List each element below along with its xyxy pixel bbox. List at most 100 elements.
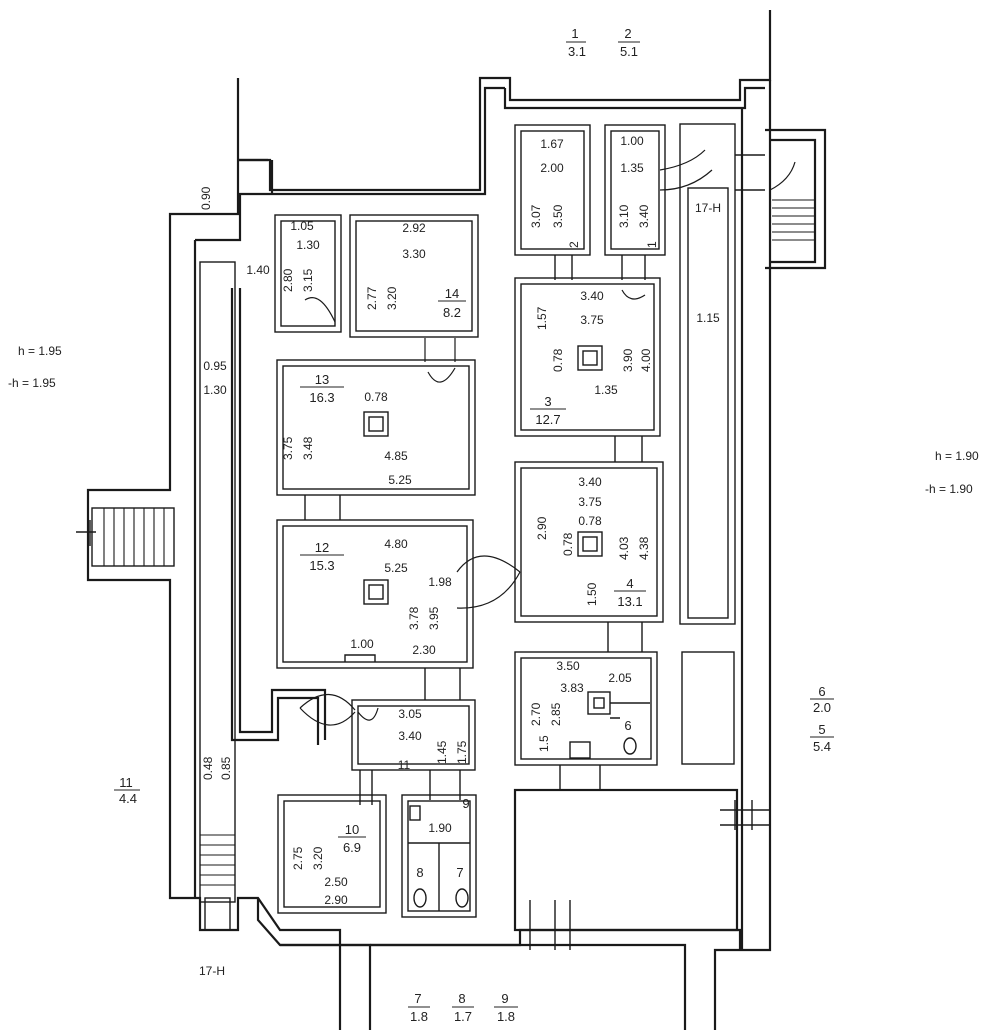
dim-text: 1.67 <box>540 137 564 151</box>
dim-text: 3.20 <box>311 846 325 870</box>
right-k: -h = 1.90 <box>925 482 973 496</box>
bottom-stair <box>199 261 236 931</box>
dim-text: 3.07 <box>529 204 543 228</box>
label-1-area: 3.1 <box>568 44 586 59</box>
label-2-num: 2 <box>624 26 631 41</box>
dim-text: 2.85 <box>549 702 563 726</box>
dim-text: 2.90 <box>324 893 348 907</box>
dim-text: 1.30 <box>203 383 227 397</box>
room-13-num: 13 <box>315 372 329 387</box>
dim-text: 3.20 <box>385 286 399 310</box>
dim-text: 2.75 <box>291 846 305 870</box>
dim-text: 2.05 <box>608 671 632 685</box>
dim-text: 1.50 <box>585 582 599 606</box>
label-1-num: 1 <box>571 26 578 41</box>
stair-top-label: 17-H <box>695 201 721 215</box>
room-12-num: 12 <box>315 540 329 555</box>
room-4-num: 4 <box>626 576 633 591</box>
dim-text: 0.78 <box>551 348 565 372</box>
dim-text: 1.00 <box>350 637 374 651</box>
room-2-mark: 1 <box>645 241 659 248</box>
dim-text: 3.75 <box>281 436 295 460</box>
room-6 <box>514 651 658 790</box>
room-4-area: 13.1 <box>617 594 642 609</box>
room-11 <box>299 693 476 805</box>
dim-text: 3.15 <box>301 268 315 292</box>
wc-7-mark: 7 <box>456 865 463 880</box>
room-13 <box>276 359 476 520</box>
dim-text: 4.03 <box>617 536 631 560</box>
dim-text: 3.30 <box>402 247 426 261</box>
room-14-num: 14 <box>445 286 459 301</box>
label-9-area: 1.8 <box>497 1009 515 1024</box>
room-14 <box>349 214 479 383</box>
dim-text: 0.78 <box>561 532 575 556</box>
dim-text: 3.40 <box>580 289 604 303</box>
room-11-mark: 11 <box>398 758 411 772</box>
dim-text: 3.78 <box>407 606 421 630</box>
left-h: h = 1.95 <box>18 344 62 358</box>
dim-text: 1.00 <box>620 134 644 148</box>
dim-text: 1.15 <box>696 311 720 325</box>
dim-text: 3.75 <box>578 495 602 509</box>
room-12 <box>276 519 521 700</box>
dim-text: 1.40 <box>246 263 270 277</box>
room-3-num: 3 <box>544 394 551 409</box>
label-8-num: 8 <box>458 991 465 1006</box>
corridor-loop <box>230 288 327 745</box>
label-8-area: 1.7 <box>454 1009 472 1024</box>
room-10-area: 6.9 <box>343 840 361 855</box>
top-right-stair <box>765 128 827 270</box>
dim-text: 5.25 <box>384 561 408 575</box>
right-h: h = 1.90 <box>935 449 979 463</box>
dim-text: 1.45 <box>435 740 449 764</box>
dim-text: 3.48 <box>301 436 315 460</box>
right-5-num: 5 <box>818 722 825 737</box>
dim-text: 2.92 <box>402 221 426 235</box>
room-3 <box>514 277 661 462</box>
dim-text: 3.50 <box>551 204 565 228</box>
dim-text: 2.80 <box>281 268 295 292</box>
dim-text: 1.35 <box>594 383 618 397</box>
dim-text: 0.95 <box>203 359 227 373</box>
dim-text: 3.90 <box>621 348 635 372</box>
room-2 <box>604 124 713 280</box>
dim-text: 4.00 <box>639 348 653 372</box>
corridor-11-num: 11 <box>119 775 133 790</box>
wc-9-mark: 9 <box>462 796 469 811</box>
right-6-area: 2.0 <box>813 700 831 715</box>
room-bottom-right <box>513 788 770 950</box>
dim-090: 0.90 <box>199 186 213 210</box>
room-1-mark: 2 <box>567 241 581 248</box>
room-14-area: 8.2 <box>443 305 461 320</box>
dim-text: 1.35 <box>620 161 644 175</box>
label-7-num: 7 <box>414 991 421 1006</box>
dim-text: 4.80 <box>384 537 408 551</box>
dim-text: 3.40 <box>578 475 602 489</box>
dim-text: 3.05 <box>398 707 422 721</box>
dim-text: 3.40 <box>398 729 422 743</box>
dim-text: 4.38 <box>637 536 651 560</box>
dim-text: 2.50 <box>324 875 348 889</box>
room-small-topleft <box>274 214 342 333</box>
left-stair <box>76 507 175 567</box>
dim-text: 0.78 <box>364 390 388 404</box>
dim-text: 2.00 <box>540 161 564 175</box>
label-2-area: 5.1 <box>620 44 638 59</box>
wc-block <box>401 794 477 918</box>
right-5-area: 5.4 <box>813 739 831 754</box>
label-9-num: 9 <box>501 991 508 1006</box>
right-6-num: 6 <box>818 684 825 699</box>
dim-text: 1.57 <box>535 306 549 330</box>
room-10 <box>277 794 387 914</box>
room-4 <box>514 461 664 652</box>
room-10-num: 10 <box>345 822 359 837</box>
room-1 <box>514 124 591 280</box>
left-k: -h = 1.95 <box>8 376 56 390</box>
dim-text: 3.10 <box>617 204 631 228</box>
dim-text: 2.30 <box>412 643 436 657</box>
right-corridor <box>679 123 765 765</box>
room-12-area: 15.3 <box>309 558 334 573</box>
labels: 1 3.1 2 5.1 0.90 h = 1.95 -h = 1.95 h = … <box>8 26 979 1024</box>
corridor-11-area: 4.4 <box>119 791 137 806</box>
